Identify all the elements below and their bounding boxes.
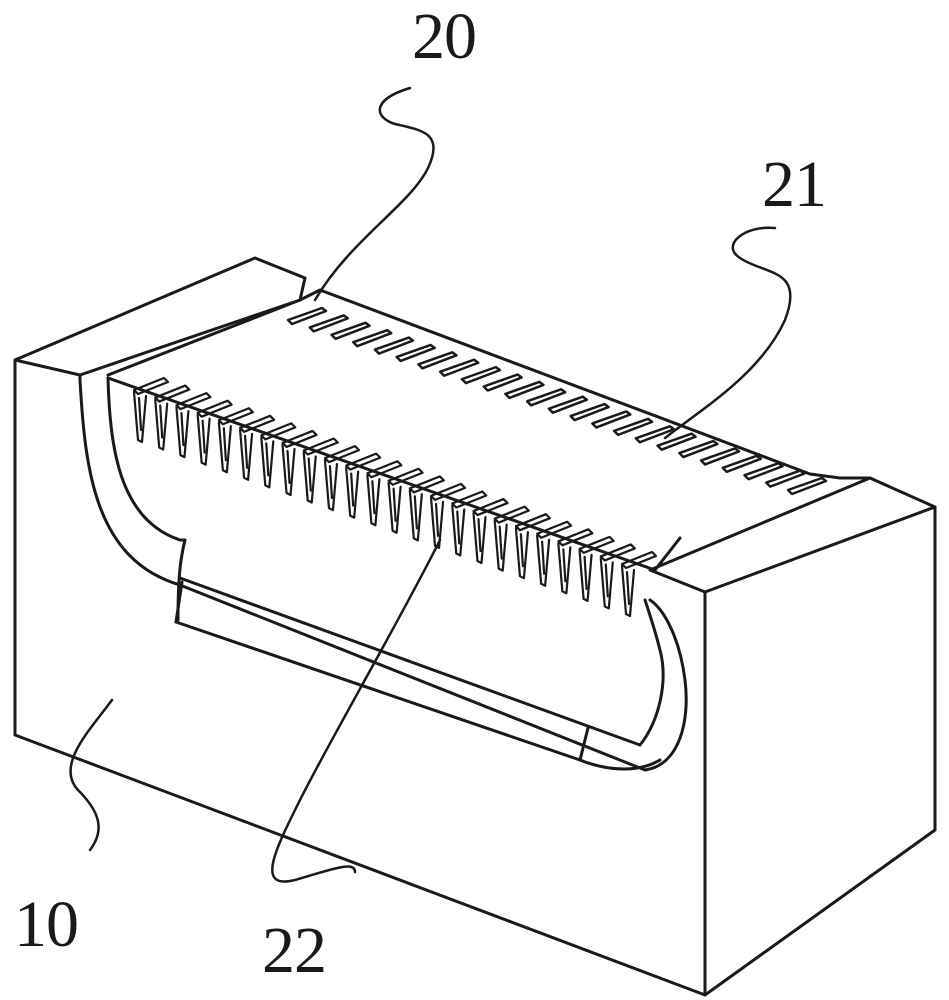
cavity-right-curve (638, 598, 665, 747)
lower-terminal-pin (132, 376, 170, 444)
upper-terminal-slot (330, 321, 371, 341)
lower-terminal-pin (536, 520, 573, 587)
cavity-seam-right (578, 726, 590, 762)
housing-top-deck-front (106, 298, 302, 377)
cavity-bottom-edge (174, 620, 582, 762)
lower-terminal-pin (387, 467, 424, 534)
lower-terminal-pin (238, 414, 276, 481)
upper-terminal-slot (721, 454, 763, 474)
lower-terminal-pin (217, 407, 254, 474)
front-cavity (78, 376, 688, 772)
upper-terminal-slot (525, 388, 567, 407)
upper-terminal-slot (656, 432, 697, 451)
lower-terminal-pin (514, 513, 552, 580)
reference-label-20: 20 (412, 0, 477, 73)
lower-terminal-pin (345, 452, 382, 519)
upper-terminal-slot (569, 402, 610, 422)
upper-terminal-slot (373, 336, 415, 355)
upper-terminal-slot (699, 447, 741, 466)
lower-terminal-pin (196, 399, 233, 466)
leader-lines (69, 86, 792, 883)
lower-terminal-pin (408, 475, 445, 542)
upper-terminal-slot (743, 461, 784, 481)
leader-line-20 (313, 86, 435, 302)
reference-label-21: 21 (762, 148, 827, 221)
upper-terminal-slot (308, 314, 349, 333)
upper-terminal-slot (765, 469, 806, 488)
reference-label-10: 10 (14, 888, 79, 961)
upper-terminal-slot (351, 328, 393, 348)
housing-top-deck-back (298, 288, 872, 480)
cavity-seam-left (174, 580, 184, 624)
upper-terminal-slot (460, 365, 502, 385)
housing-right-side-face (703, 505, 937, 997)
lower-terminal-pin (599, 543, 636, 610)
housing-body (13, 256, 937, 997)
upper-terminal-slot (504, 380, 545, 400)
lower-terminal-pin (578, 535, 615, 602)
leader-line-22 (271, 538, 442, 883)
housing-front-face (13, 358, 707, 997)
upper-terminal-slot (438, 358, 480, 377)
lower-terminal-pin (281, 429, 318, 497)
upper-terminal-slot (417, 351, 458, 370)
upper-terminal-slot (634, 425, 676, 444)
lower-terminal-pin (323, 444, 361, 512)
lower-terminal-pin (620, 550, 658, 618)
leader-line-10 (69, 698, 114, 852)
upper-terminal-slot (482, 373, 523, 392)
lower-terminal-row (132, 376, 658, 618)
upper-terminal-slot (395, 343, 436, 363)
lower-terminal-pin (451, 490, 488, 557)
upper-terminal-row (286, 306, 828, 496)
upper-terminal-slot (547, 395, 589, 414)
housing-top-deck-front-right (653, 536, 682, 572)
cavity-bottom-right (578, 758, 662, 771)
lower-terminal-pin (260, 422, 297, 489)
reference-label-22: 22 (262, 914, 327, 987)
lower-terminal-pin (302, 437, 339, 504)
upper-terminal-slot (786, 476, 828, 496)
lower-terminal-pin (154, 384, 191, 451)
cavity-inner-floor (178, 576, 642, 747)
lower-terminal-pin (557, 528, 594, 595)
leader-line-21 (663, 226, 792, 440)
upper-terminal-slot (678, 439, 719, 459)
housing-left-block-top (13, 256, 307, 377)
lower-terminal-pin (493, 505, 530, 572)
upper-terminal-slot (591, 410, 632, 429)
lower-terminal-pin (175, 392, 212, 459)
lower-terminal-pin (366, 460, 403, 527)
upper-terminal-slot (286, 306, 328, 326)
upper-terminal-slot (612, 417, 654, 437)
lower-terminal-pin (472, 497, 509, 565)
cavity-outer-curve (78, 378, 688, 772)
